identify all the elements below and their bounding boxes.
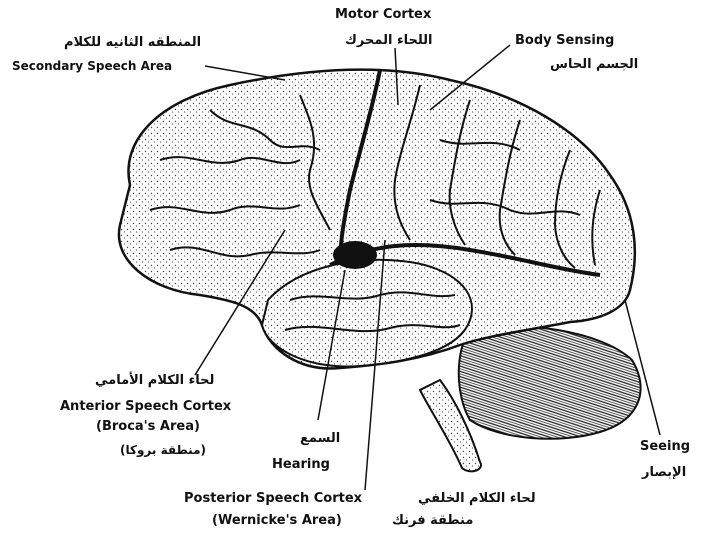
label-broca: (Broca's Area) xyxy=(96,420,200,434)
label-posterior-speech-ar: لحاء الكلام الخلفي xyxy=(418,492,536,506)
label-body-sensing-ar: الجسم الحاس xyxy=(550,58,638,72)
label-anterior-speech-ar: لحاء الكلام الأمامي xyxy=(95,374,214,388)
label-wernicke-ar: منطقة فرنك xyxy=(392,514,473,528)
cerebellum xyxy=(459,326,641,439)
label-anterior-speech: Anterior Speech Cortex xyxy=(60,400,231,414)
label-hearing: Hearing xyxy=(272,458,330,472)
label-posterior-speech: Posterior Speech Cortex xyxy=(184,492,362,506)
label-wernicke: (Wernicke's Area) xyxy=(212,514,342,528)
label-secondary-speech: Secondary Speech Area xyxy=(12,60,172,73)
lateral-fissure-shadow xyxy=(333,241,377,269)
label-broca-ar: (منطقة بروكا) xyxy=(120,444,206,457)
label-seeing: Seeing xyxy=(640,440,690,454)
label-secondary-speech-ar: المنطقه الثانيه للكلام xyxy=(64,36,201,50)
label-seeing-ar: الإبصار xyxy=(642,466,686,480)
label-motor-cortex: Motor Cortex xyxy=(335,8,431,22)
label-body-sensing: Body Sensing xyxy=(515,34,614,48)
label-hearing-ar: السمع xyxy=(300,432,340,446)
label-motor-cortex-ar: اللحاء المحرك xyxy=(345,34,433,48)
